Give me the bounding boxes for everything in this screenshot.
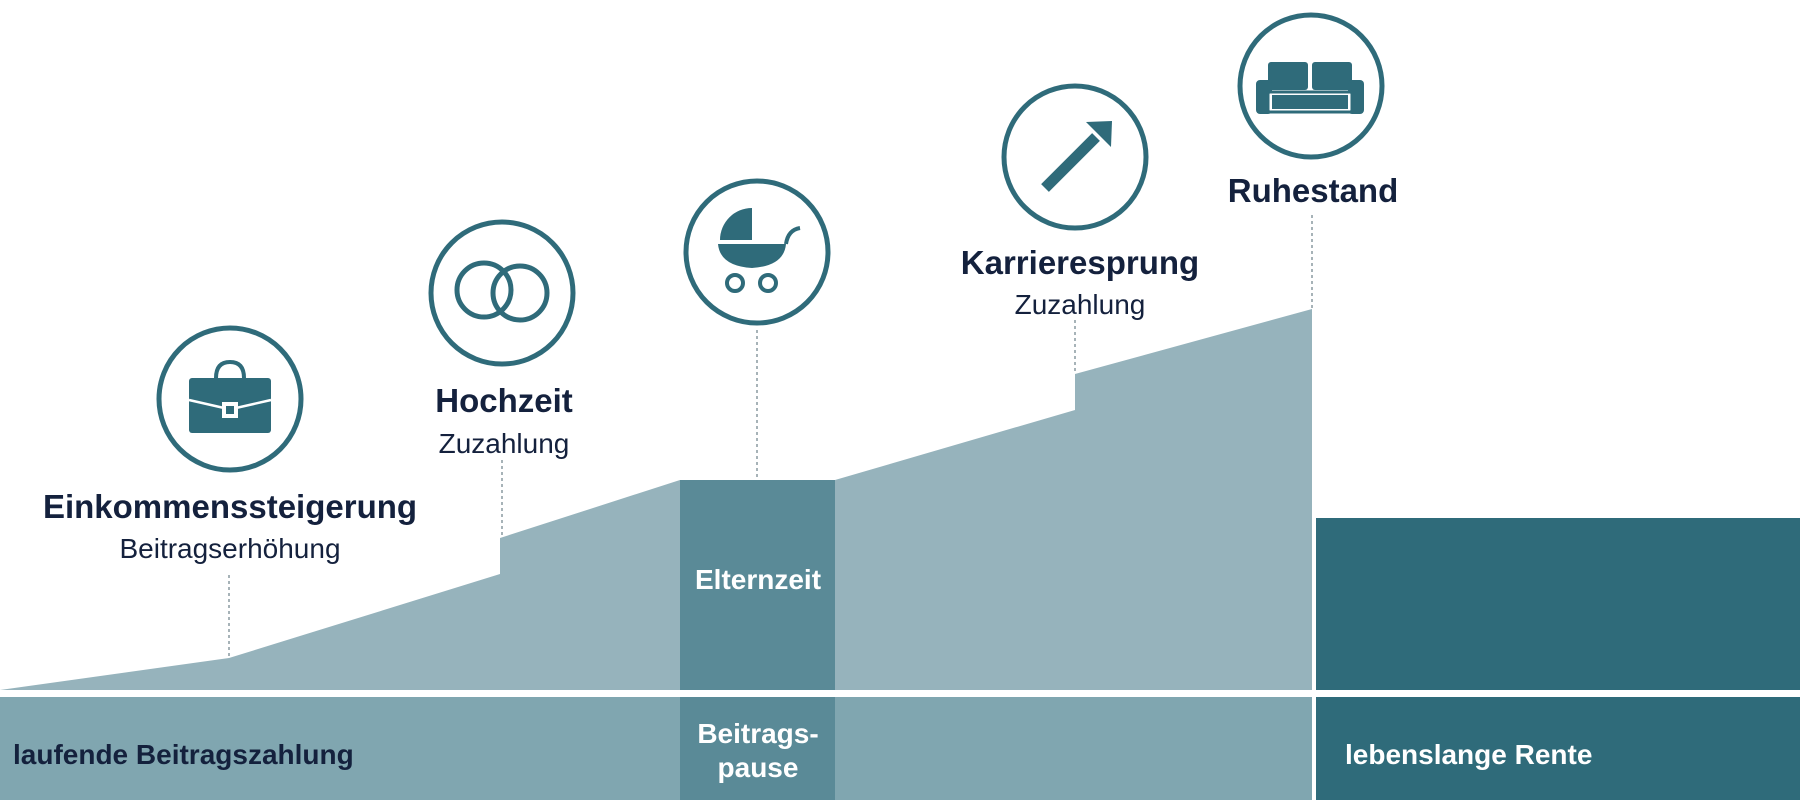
elternzeit-block bbox=[680, 480, 835, 690]
elternzeit-label: Elternzeit bbox=[695, 564, 821, 595]
laufende-beitragszahlung-label: laufende Beitragszahlung bbox=[13, 739, 354, 770]
laufende-beitragszahlung-bar bbox=[0, 697, 680, 800]
rente-block bbox=[1316, 518, 1800, 690]
milestone-subtitle-karriere: Zuzahlung bbox=[1015, 289, 1146, 320]
milestone-title-ruhestand: Ruhestand bbox=[1228, 172, 1399, 209]
milestone-title-karriere: Karrieresprung bbox=[961, 244, 1199, 281]
beitragspause-bar bbox=[680, 697, 835, 800]
milestone-title-einkommen: Einkommenssteigerung bbox=[43, 488, 417, 525]
laufende-beitragszahlung-bar-right bbox=[835, 697, 1312, 800]
lebenslange-rente-bar bbox=[1316, 697, 1800, 800]
rings-icon bbox=[428, 219, 576, 367]
stroller-icon bbox=[683, 178, 831, 326]
briefcase-icon bbox=[156, 325, 304, 473]
beitragspause-label-line2: pause bbox=[718, 752, 799, 783]
milestone-subtitle-einkommen: Beitragserhöhung bbox=[119, 533, 340, 564]
lebenslange-rente-label: lebenslange Rente bbox=[1345, 739, 1592, 770]
couch-icon bbox=[1237, 12, 1385, 160]
milestone-title-hochzeit: Hochzeit bbox=[435, 382, 573, 419]
milestone-subtitle-hochzeit: Zuzahlung bbox=[439, 428, 570, 459]
beitragspause-label-line1: Beitrags- bbox=[697, 718, 818, 749]
arrow-up-right-icon bbox=[1001, 83, 1149, 231]
leader-lines bbox=[228, 215, 1313, 658]
contribution-area bbox=[0, 309, 1312, 690]
